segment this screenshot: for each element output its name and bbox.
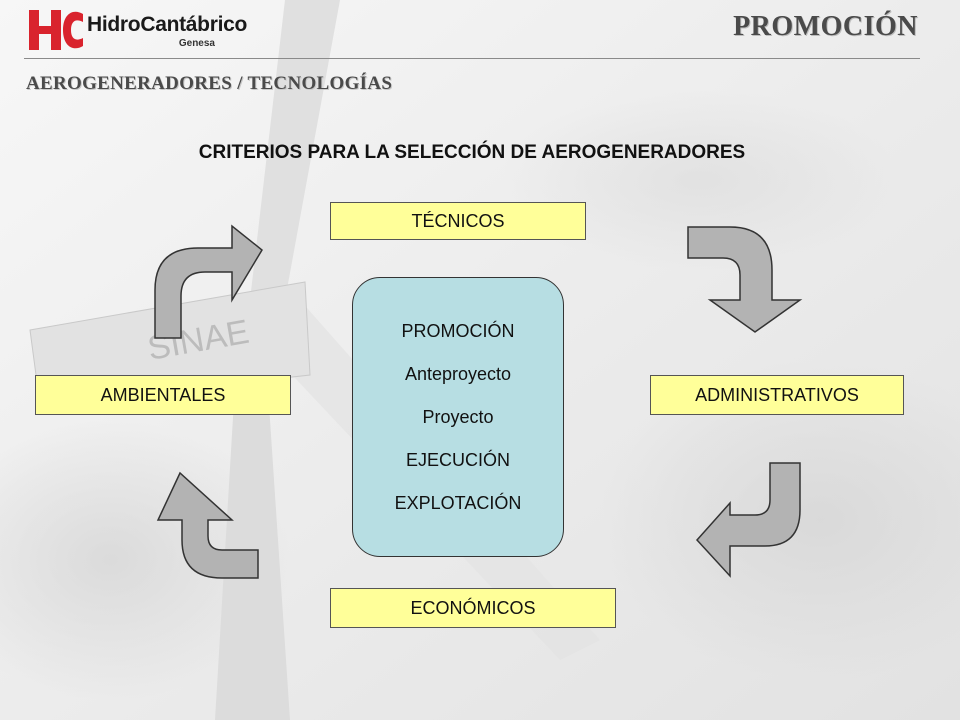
section-title: AEROGENERADORES / TECNOLOGÍAS <box>26 73 393 94</box>
phase-ejecucion: EJECUCIÓN <box>405 449 510 470</box>
phase-anteproyecto: Anteproyecto <box>404 363 512 384</box>
criteria-administrativos: ADMINISTRATIVOS <box>650 375 904 415</box>
arrow-left-up-icon <box>156 471 259 579</box>
arrow-up-right-icon <box>154 224 263 339</box>
arrow-right-down-icon <box>687 226 803 333</box>
criteria-economicos: ECONÓMICOS <box>330 588 616 628</box>
hc-logo-mark-icon <box>29 10 83 50</box>
logo-subtext: Genesa <box>178 38 215 49</box>
criteria-tecnicos: TÉCNICOS <box>330 202 586 240</box>
criteria-ambientales: AMBIENTALES <box>35 375 291 415</box>
company-logo: HidroCantábrico Genesa <box>25 6 247 54</box>
project-phases-box: PROMOCIÓN Anteproyecto Proyecto EJECUCIÓ… <box>352 277 564 557</box>
arrow-down-left-icon <box>695 462 801 578</box>
phase-explotacion: EXPLOTACIÓN <box>394 492 522 513</box>
page-title: PROMOCIÓN <box>733 11 918 42</box>
header-divider <box>24 58 920 59</box>
logo-text: HidroCantábrico <box>87 13 248 36</box>
diagram-title: CRITERIOS PARA LA SELECCIÓN DE AEROGENER… <box>198 142 746 163</box>
phase-promocion: PROMOCIÓN <box>401 320 515 341</box>
phase-proyecto: Proyecto <box>422 406 494 427</box>
